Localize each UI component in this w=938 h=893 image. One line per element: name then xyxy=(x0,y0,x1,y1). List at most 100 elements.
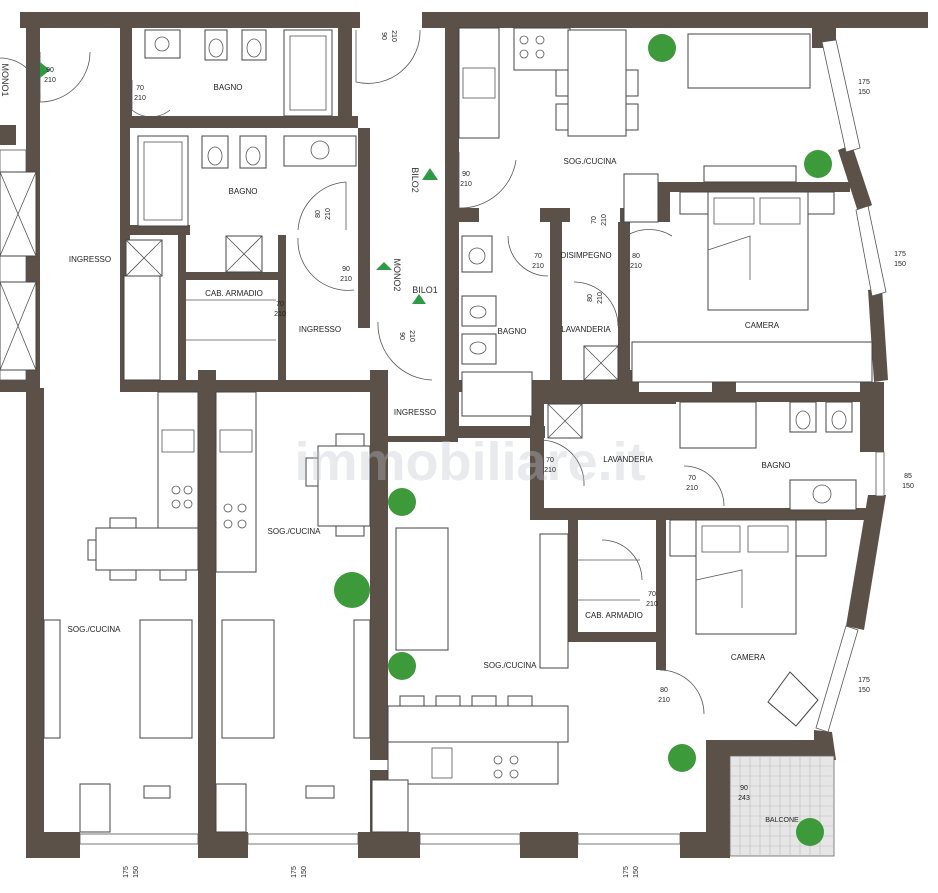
room-label: DISIMPEGNO xyxy=(560,251,611,260)
plant-icon xyxy=(334,572,370,608)
svg-text:150: 150 xyxy=(133,866,140,878)
svg-text:70: 70 xyxy=(136,85,144,92)
plant-icon xyxy=(388,652,416,680)
triangle-marker-icon xyxy=(376,262,392,270)
svg-text:80: 80 xyxy=(632,253,640,260)
room-label: CAB. ARMADIO xyxy=(205,289,263,298)
svg-text:70: 70 xyxy=(546,457,554,464)
unit-labels: MONO1 BILO2 MONO2 BILO1 xyxy=(0,63,438,295)
svg-text:210: 210 xyxy=(544,467,556,474)
svg-text:210: 210 xyxy=(686,485,698,492)
room-label: INGRESSO xyxy=(299,325,341,334)
svg-text:210: 210 xyxy=(44,77,56,84)
svg-text:70: 70 xyxy=(648,591,656,598)
plant-icon xyxy=(796,818,824,846)
svg-text:210: 210 xyxy=(630,263,642,270)
unit-label: BILO1 xyxy=(412,285,438,295)
unit-label: MONO2 xyxy=(392,258,402,291)
plant-icon xyxy=(804,150,832,178)
svg-text:175: 175 xyxy=(623,866,630,878)
svg-text:175: 175 xyxy=(858,677,870,684)
room-label: BALCONE xyxy=(765,817,799,824)
svg-text:210: 210 xyxy=(460,181,472,188)
plants xyxy=(334,34,832,846)
svg-text:90: 90 xyxy=(462,171,470,178)
room-label: SOG./CUCINA xyxy=(564,157,618,166)
room-label: CAMERA xyxy=(731,653,766,662)
svg-text:150: 150 xyxy=(301,866,308,878)
svg-text:210: 210 xyxy=(325,208,332,220)
svg-text:90: 90 xyxy=(46,67,54,74)
svg-text:210: 210 xyxy=(646,601,658,608)
plant-icon xyxy=(668,744,696,772)
watermark: immobiliare.it xyxy=(294,432,645,492)
svg-text:150: 150 xyxy=(894,261,906,268)
svg-text:80: 80 xyxy=(587,294,594,302)
svg-text:175: 175 xyxy=(894,251,906,258)
svg-text:150: 150 xyxy=(858,89,870,96)
room-label: SOG./CUCINA xyxy=(68,625,122,634)
svg-text:70: 70 xyxy=(276,301,284,308)
room-label: SOG./CUCINA xyxy=(484,661,538,670)
plant-icon xyxy=(648,34,676,62)
svg-text:210: 210 xyxy=(340,276,352,283)
svg-text:90: 90 xyxy=(380,32,387,40)
svg-text:150: 150 xyxy=(633,866,640,878)
room-label: BAGNO xyxy=(498,327,527,336)
svg-text:175: 175 xyxy=(291,866,298,878)
room-label: CAB. ARMADIO xyxy=(585,611,643,620)
svg-text:150: 150 xyxy=(858,687,870,694)
room-label: INGRESSO xyxy=(394,408,436,417)
unit-markers xyxy=(40,62,438,304)
room-label: BAGNO xyxy=(214,83,243,92)
svg-text:70: 70 xyxy=(688,475,696,482)
svg-text:210: 210 xyxy=(597,292,604,304)
triangle-marker-icon xyxy=(412,294,426,304)
svg-text:85: 85 xyxy=(904,473,912,480)
triangle-marker-icon xyxy=(40,62,50,78)
svg-text:210: 210 xyxy=(658,697,670,704)
svg-text:243: 243 xyxy=(738,795,750,802)
room-labels: BAGNO BAGNO INGRESSO INGRESSO INGRESSO C… xyxy=(68,83,800,824)
svg-text:210: 210 xyxy=(390,30,397,42)
svg-text:80: 80 xyxy=(315,210,322,218)
fixtures xyxy=(0,27,873,857)
room-label: LAVANDERIA xyxy=(561,325,611,334)
unit-label: MONO1 xyxy=(0,63,10,96)
svg-text:90: 90 xyxy=(740,785,748,792)
svg-text:150: 150 xyxy=(902,483,914,490)
svg-text:210: 210 xyxy=(408,330,415,342)
room-label: SOG./CUCINA xyxy=(268,527,322,536)
unit-label: BILO2 xyxy=(410,167,420,193)
room-label: BAGNO xyxy=(762,461,791,470)
svg-text:80: 80 xyxy=(660,687,668,694)
room-label: CAMERA xyxy=(745,321,780,330)
room-label: INGRESSO xyxy=(69,255,111,264)
svg-text:210: 210 xyxy=(274,311,286,318)
room-label: BAGNO xyxy=(229,187,258,196)
svg-text:175: 175 xyxy=(123,866,130,878)
